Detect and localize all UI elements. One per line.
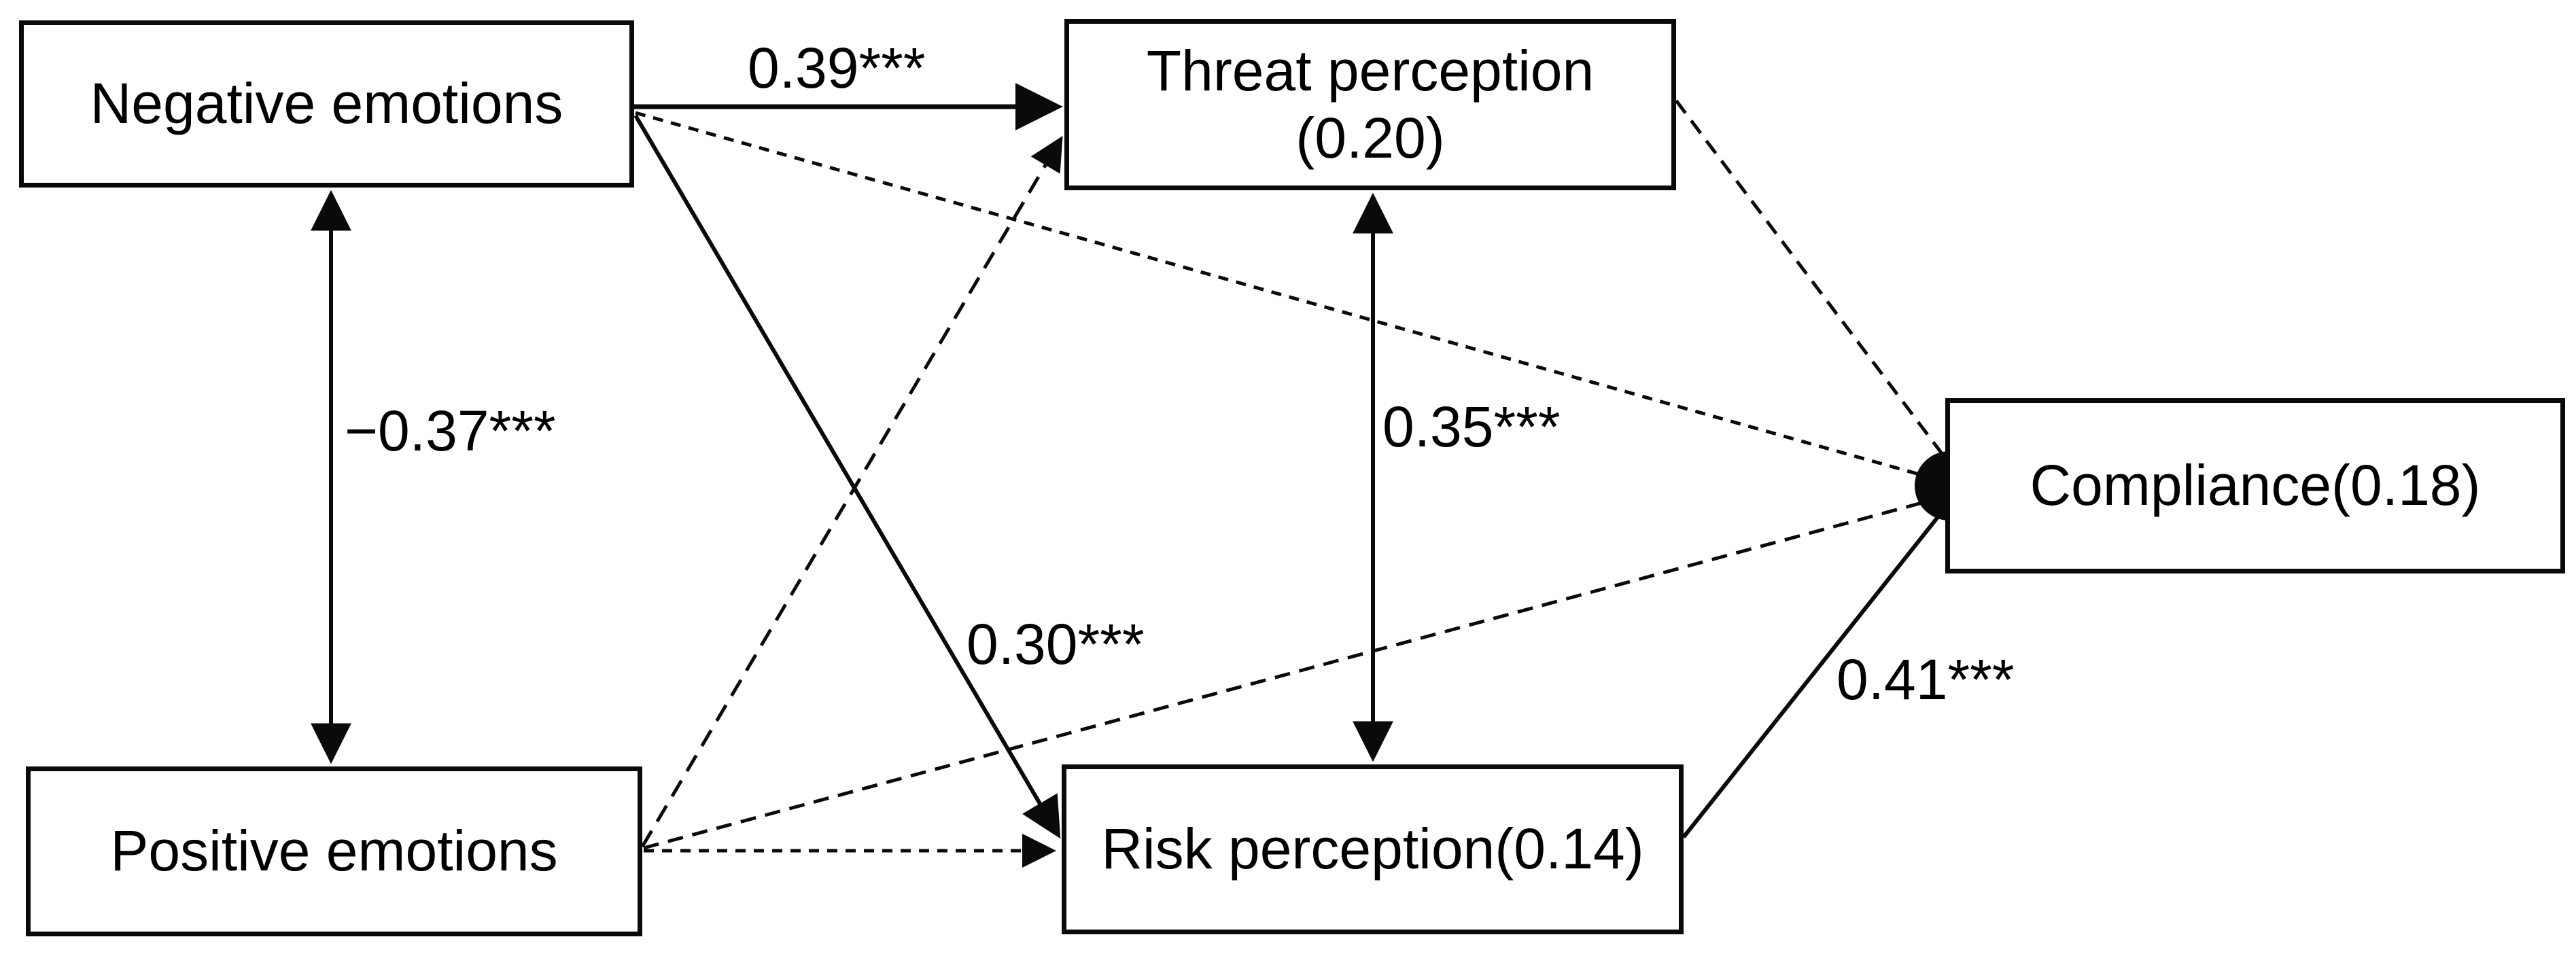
coefficient-risk-compliance: 0.41*** [1837, 648, 2015, 711]
coefficient-negative-risk: 0.30*** [967, 612, 1145, 676]
node-positive-emotions-label: Positive emotions [110, 819, 558, 883]
node-risk-perception-label: Risk perception(0.14) [1101, 817, 1644, 881]
coefficient-negative-threat: 0.39*** [748, 36, 926, 100]
node-threat-perception: Threat perception (0.20) [1064, 19, 1676, 190]
edge-threat-to-compliance-dashed [1675, 99, 1955, 470]
coefficient-threat-risk: 0.35*** [1382, 395, 1561, 459]
coefficient-negative-positive: −0.37*** [345, 399, 556, 463]
node-negative-emotions-label: Negative emotions [90, 71, 563, 136]
node-compliance-label: Compliance(0.18) [2030, 453, 2481, 518]
node-risk-perception: Risk perception(0.14) [1062, 764, 1684, 934]
edge-risk-to-compliance [1682, 489, 1961, 838]
node-positive-emotions: Positive emotions [26, 766, 642, 936]
node-negative-emotions: Negative emotions [19, 20, 634, 188]
node-compliance: Compliance(0.18) [1945, 398, 2565, 573]
edge-positive-to-compliance-dashed [643, 497, 1938, 850]
compliance-arrowheads-blob [1915, 451, 1949, 520]
edge-negative-to-compliance-dashed [635, 111, 1939, 482]
node-threat-perception-sublabel: (0.20) [1295, 106, 1445, 170]
edge-positive-to-threat-dashed [640, 135, 1063, 848]
node-threat-perception-label: Threat perception [1146, 38, 1595, 103]
edge-negative-to-risk [633, 114, 1061, 839]
